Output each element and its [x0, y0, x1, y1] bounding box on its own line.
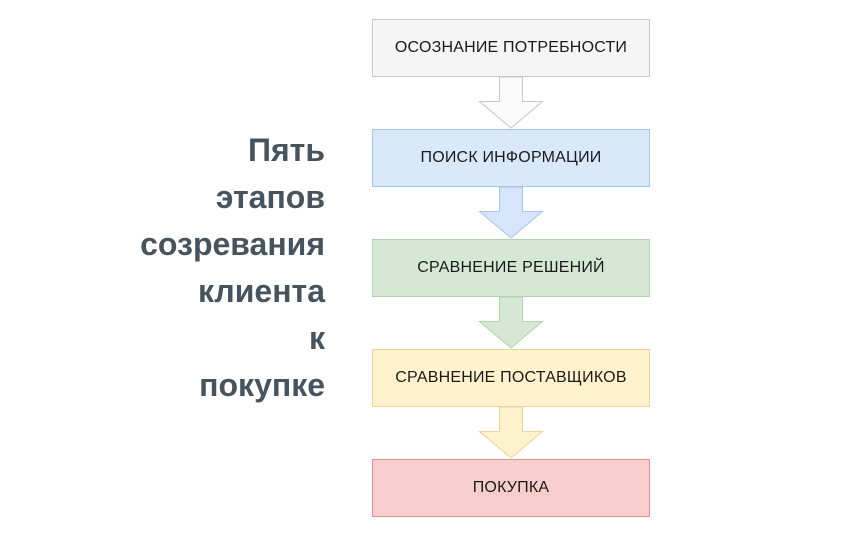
- stage-box-information-search: ПОИСК ИНФОРМАЦИИ: [372, 129, 650, 187]
- title-line: созревания: [140, 226, 325, 262]
- down-arrow-icon: [478, 297, 544, 349]
- diagram-title: Пять этапов созревания клиента к покупке: [140, 127, 325, 409]
- stage-box-supplier-comparison: СРАВНЕНИЕ ПОСТАВЩИКОВ: [372, 349, 650, 407]
- down-arrow-icon: [478, 407, 544, 459]
- flow-column: ОСОЗНАНИЕ ПОТРЕБНОСТИ ПОИСК ИНФОРМАЦИИ С…: [372, 19, 650, 517]
- down-arrow-icon: [478, 187, 544, 239]
- stage-box-need-awareness: ОСОЗНАНИЕ ПОТРЕБНОСТИ: [372, 19, 650, 77]
- stage-label: СРАВНЕНИЕ ПОСТАВЩИКОВ: [395, 369, 627, 386]
- stage-label: ПОКУПКА: [472, 479, 550, 496]
- stage-label: ПОИСК ИНФОРМАЦИИ: [420, 149, 602, 166]
- title-line: Пять: [247, 132, 325, 168]
- down-arrow-icon: [478, 77, 544, 129]
- title-line: этапов: [215, 179, 325, 215]
- title-line: к: [308, 320, 325, 356]
- stage-label: ОСОЗНАНИЕ ПОТРЕБНОСТИ: [394, 39, 628, 56]
- stage-label: СРАВНЕНИЕ РЕШЕНИЙ: [417, 259, 605, 276]
- stage-box-purchase: ПОКУПКА: [372, 459, 650, 517]
- title-line: покупке: [199, 367, 325, 403]
- title-line: клиента: [198, 273, 325, 309]
- stage-box-solution-comparison: СРАВНЕНИЕ РЕШЕНИЙ: [372, 239, 650, 297]
